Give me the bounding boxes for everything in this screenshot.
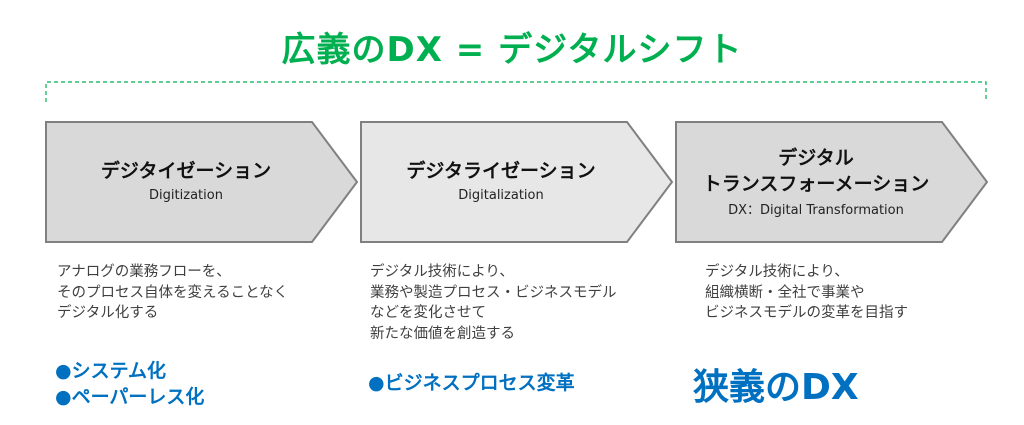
step-3-subtitle: DX：Digital Transformation [728,203,904,218]
step-1-label: デジタイゼーション Digitization [46,158,326,203]
dashed-bracket [45,81,987,102]
desc-line: ビジネスモデルの変革を目指す [705,305,908,321]
desc-line: 組織横断・全社で事業や [705,284,865,301]
bullet-item: ●ペーパーレス化 [55,386,205,408]
arrow-step-2 [360,121,674,243]
desc-line: 新たな価値を創造する [370,325,515,342]
step-2-label: デジタライゼーション Digitalization [361,158,641,203]
step-3-title-line2: トランスフォーメーション [702,173,930,195]
narrow-dx-label: 狭義のDX [693,367,859,408]
step-1-bullets: ●システム化 ●ペーパーレス化 [55,358,204,410]
desc-line: デジタル技術により、 [705,264,849,280]
step-3-description: デジタル技術により、 組織横断・全社で事業や ビジネスモデルの変革を目指す [705,262,908,324]
desc-line: デジタル化する [57,305,159,321]
step-2-description: デジタル技術により、 業務や製造プロセス・ビジネスモデル などを変化させて 新た… [370,262,617,344]
step-3-title-line1: デジタル [778,147,854,169]
arrow-step-1 [45,121,359,243]
step-2-subtitle: Digitalization [458,188,544,203]
desc-line: 業務や製造プロセス・ビジネスモデル [370,284,617,301]
desc-line: などを変化させて [370,305,486,321]
step-1-description: アナログの業務フローを、 そのプロセス自体を変えることなく デジタル化する [57,262,288,324]
step-3-label: デジタル トランスフォーメーション DX：Digital Transformat… [676,145,956,218]
desc-line: そのプロセス自体を変えることなく [57,284,289,301]
step-2-bullets: ●ビジネスプロセス変革 [368,370,575,396]
arrow-step-3 [675,121,989,243]
desc-line: デジタル技術により、 [370,264,514,280]
desc-line: アナログの業務フローを、 [57,264,231,280]
step-1-title: デジタイゼーション [100,160,272,182]
bullet-item: ●ビジネスプロセス変革 [368,372,575,394]
step-2-title: デジタライゼーション [406,160,596,182]
bullet-item: ●システム化 [55,360,167,382]
step-1-subtitle: Digitization [149,188,223,203]
page-title: 広義のDX = デジタルシフト [281,30,743,70]
